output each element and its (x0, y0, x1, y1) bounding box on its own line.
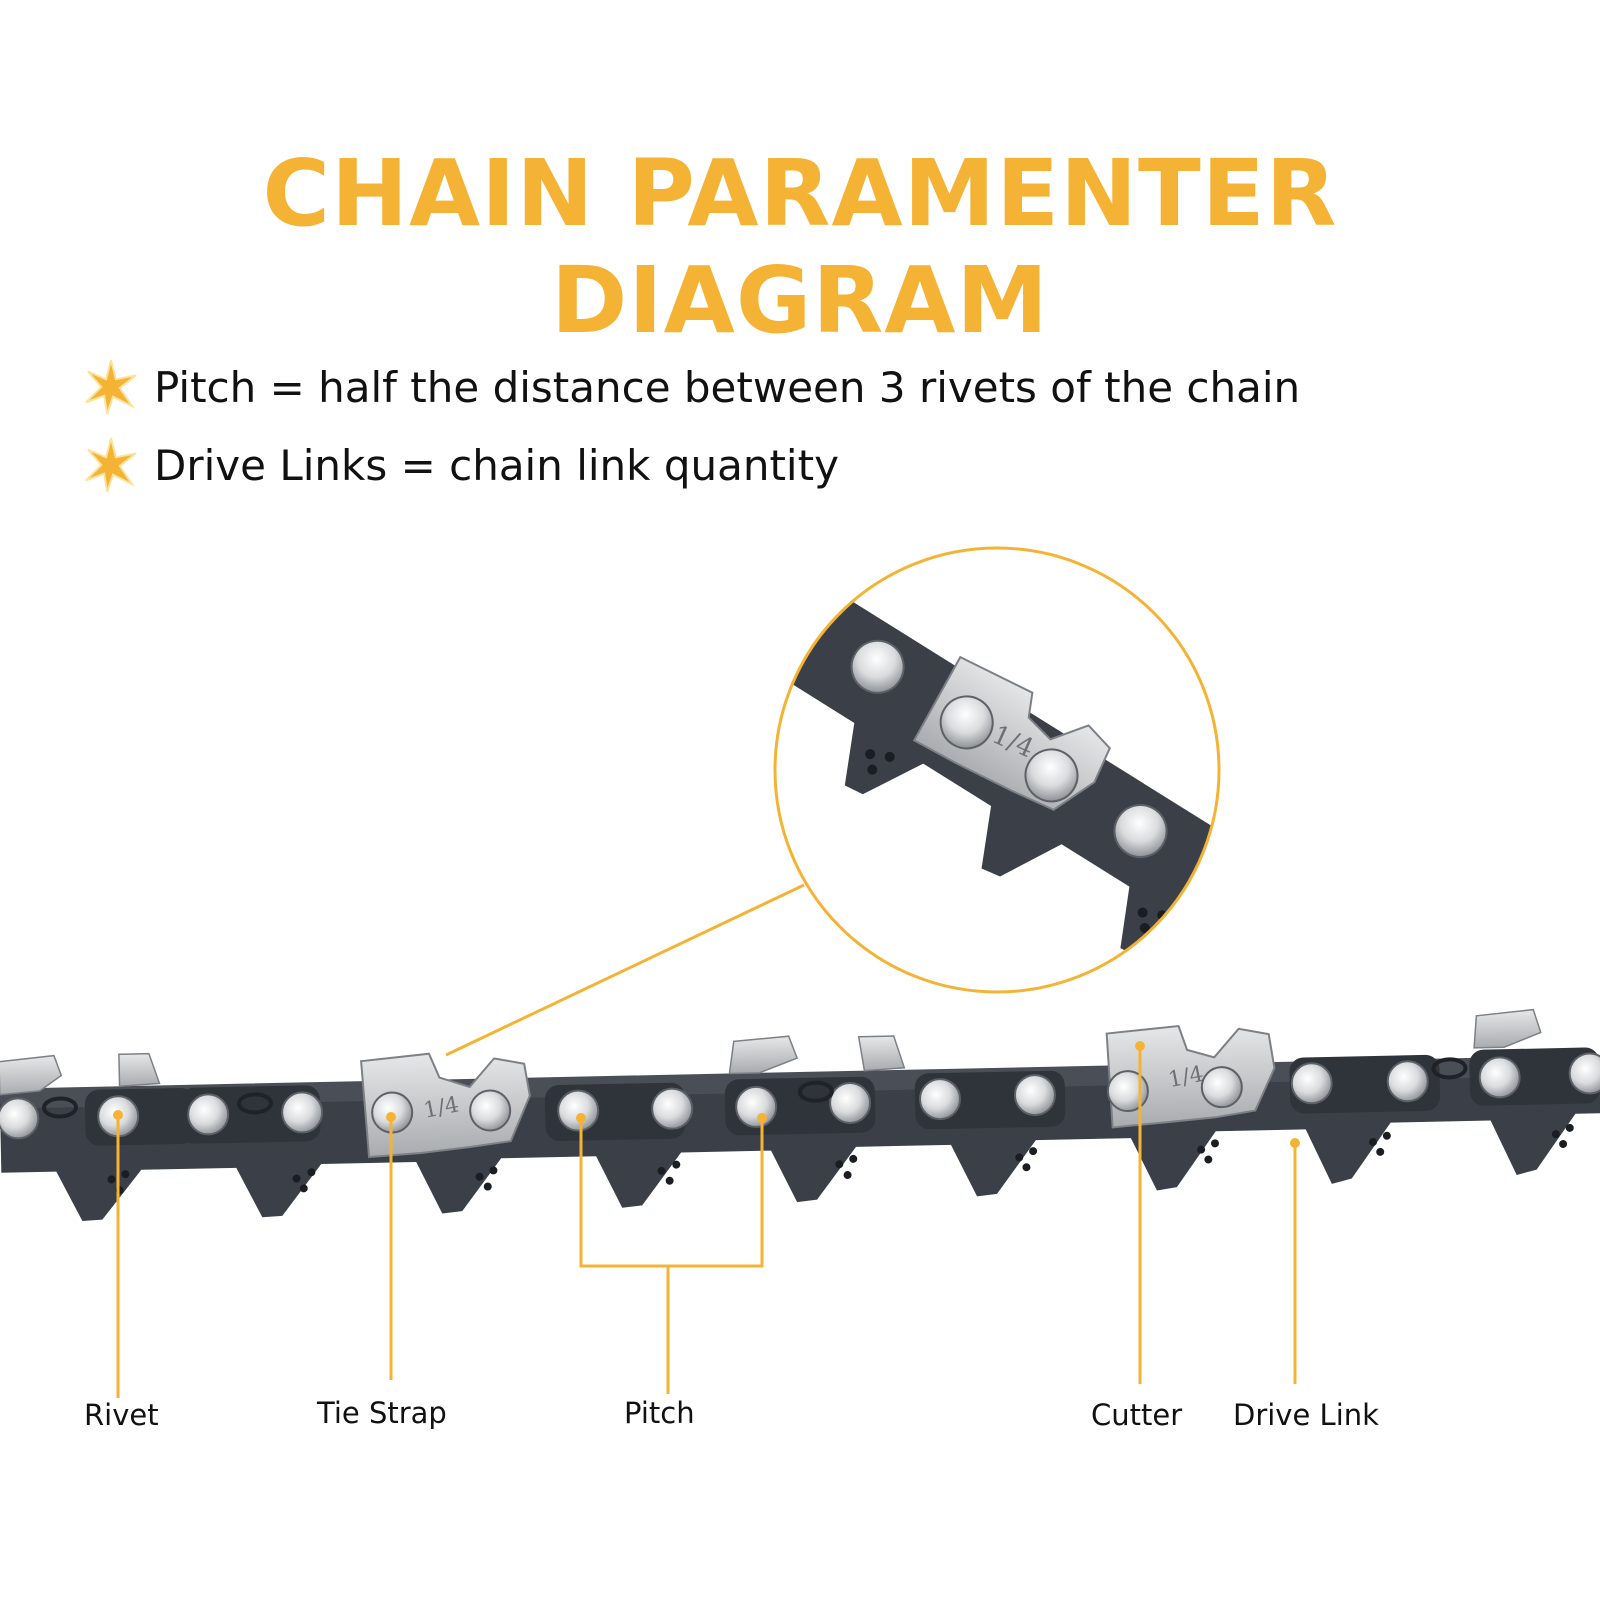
label-drive-link: Drive Link (1233, 1398, 1379, 1432)
magnifier-leader-line (445, 883, 805, 1057)
link-slots (41, 1057, 1468, 1119)
pitch-bracket (579, 1118, 764, 1268)
saw-chain: 1/4 1/4 (0, 1008, 1600, 1222)
magnifier-zoom: 1/4 (775, 548, 1219, 992)
zoom-rivets (850, 639, 1168, 859)
note-drive-links-text: Drive Links = chain link quantity (154, 440, 839, 490)
callout-dots (113, 1041, 1300, 1148)
star-icon (85, 437, 137, 493)
label-cutter: Cutter (1091, 1398, 1183, 1432)
note-pitch: Pitch = half the distance between 3 rive… (82, 352, 1300, 422)
note-pitch-text: Pitch = half the distance between 3 rive… (154, 362, 1301, 412)
star-icon (85, 359, 137, 415)
depth-gauges (0, 1008, 1542, 1096)
rivets (0, 1052, 1600, 1140)
label-tie-strap: Tie Strap (317, 1396, 447, 1430)
page-title: CHAIN PARAMENTER DIAGRAM (262, 140, 1338, 354)
label-pitch: Pitch (624, 1396, 695, 1430)
magnifier-ring (773, 546, 1221, 994)
note-drive-links: Drive Links = chain link quantity (82, 430, 839, 500)
callout-lines (116, 1046, 1297, 1398)
label-rivet: Rivet (84, 1398, 159, 1432)
link-dots (107, 1123, 1574, 1195)
